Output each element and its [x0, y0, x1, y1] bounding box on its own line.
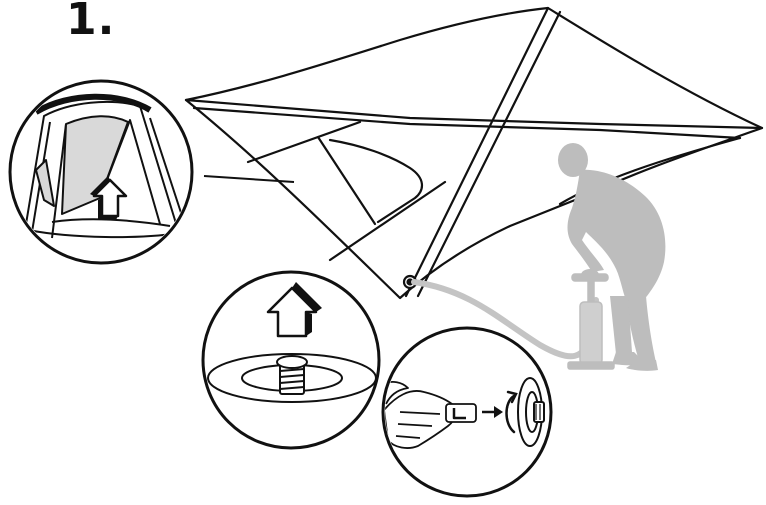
detail-circle-valve-open: [203, 272, 379, 448]
valve-stem: [277, 356, 307, 394]
tent: [186, 8, 762, 298]
detail-circle-hose-connect: [383, 328, 551, 496]
